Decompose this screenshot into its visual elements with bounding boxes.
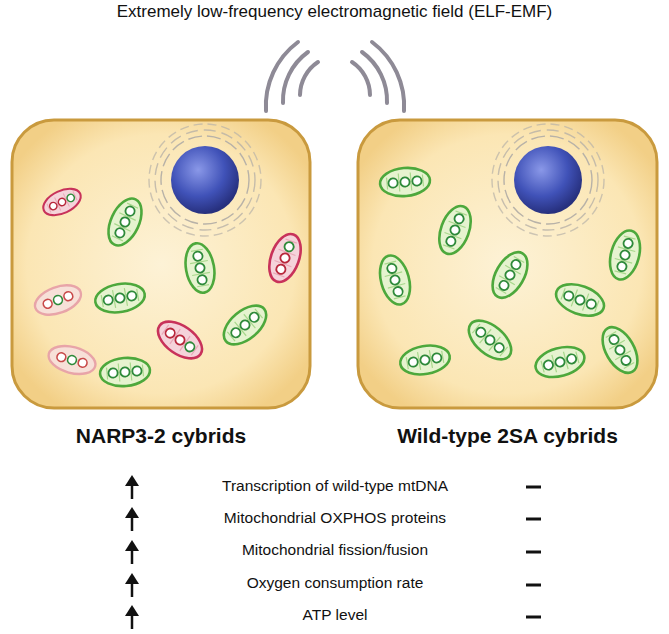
cell-contents	[31, 124, 307, 388]
cell-outline	[356, 118, 659, 410]
cell-label: NARP3-2 cybrids	[10, 424, 312, 448]
cell-membrane	[12, 120, 310, 408]
cell-outline	[10, 118, 312, 410]
effect-label: Mitochondrial fission/fusion	[150, 541, 520, 559]
increase-arrow	[125, 475, 139, 629]
effect-label: Oxygen consumption rate	[150, 574, 520, 592]
effect-label: Mitochondrial OXPHOS proteins	[150, 509, 520, 527]
no-change-dash	[526, 487, 541, 617]
effect-label: Transcription of wild-type mtDNA	[150, 477, 520, 495]
effect-label: ATP level	[150, 606, 520, 624]
cell: Wild-type 2SA cybrids	[356, 118, 659, 463]
cell-label: Wild-type 2SA cybrids	[356, 424, 659, 448]
figure-title: Extremely low-frequency electromagnetic …	[0, 2, 669, 22]
cell-membrane	[358, 120, 657, 408]
cell: NARP3-2 cybrids	[10, 118, 312, 463]
cell-contents	[375, 124, 645, 382]
wave-symbol	[266, 42, 404, 111]
